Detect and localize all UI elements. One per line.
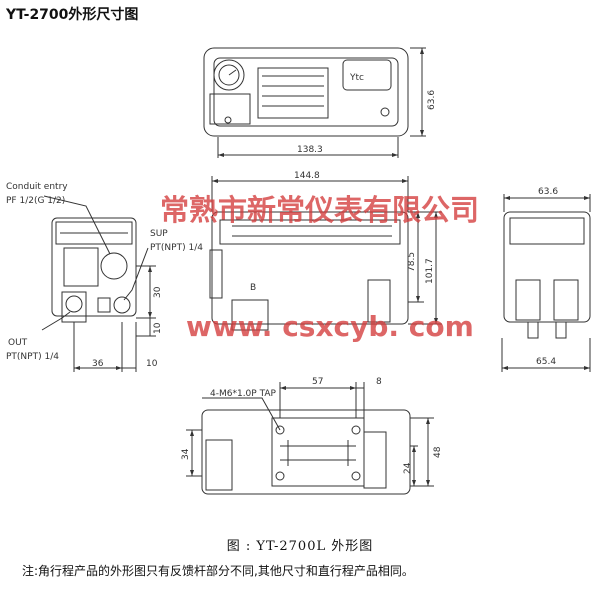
dim-36-label: 36: [92, 359, 104, 369]
dim-10b-label: 10: [146, 359, 158, 369]
dim-10a-label: 10: [153, 322, 163, 334]
sup-port-icon: [113, 296, 131, 314]
dim-78-label: 78.5: [407, 252, 417, 272]
sup-leader: [123, 247, 149, 301]
tap-label: 4-M6*1.0P TAP: [210, 389, 277, 399]
dim-24-label: 24: [403, 462, 413, 474]
right-view-body: [503, 211, 591, 323]
sup-label-2: PT(NPT) 1/4: [150, 243, 203, 253]
page-title: YT-2700外形尺寸图: [6, 7, 139, 23]
bottom-view-plate: [271, 417, 365, 487]
conduit-port-icon: [100, 252, 128, 280]
tap-leader: [202, 397, 281, 431]
logo-text: Ytc: [349, 73, 364, 83]
side-view: Conduit entry PF 1/2(G 1/2) SUP PT(NPT) …: [6, 182, 203, 372]
right-view-cap: [509, 217, 585, 245]
conduit-label-2: PF 1/2(G 1/2): [6, 196, 65, 206]
top-view-body: [203, 47, 409, 137]
dim-57-label: 57: [312, 377, 323, 387]
right-view: 63.6 65.4: [501, 187, 591, 372]
figure-caption: 图 : YT-2700L 外形图: [226, 539, 374, 554]
gauge-icon: [213, 59, 245, 91]
top-view-window: [257, 67, 329, 119]
dim-8-label: 8: [376, 377, 382, 387]
front-view-flange: [209, 249, 223, 299]
front-mark-label: B: [250, 283, 256, 293]
dim-144-label: 144.8: [294, 171, 320, 181]
out-leader: [41, 311, 71, 331]
front-view-body: [211, 211, 409, 325]
top-view-inner: [213, 57, 399, 127]
dim-30-label: 30: [153, 286, 163, 298]
front-view: B 144.8 78.5 101.7: [209, 171, 442, 331]
dim-34-label: 34: [181, 448, 191, 460]
out-label-1: OUT: [8, 338, 28, 348]
dim-48-label: 48: [433, 446, 443, 458]
conduit-leader: [43, 195, 111, 255]
side-view-block: [63, 247, 99, 287]
conduit-label-1: Conduit entry: [6, 182, 68, 192]
side-view-body: [51, 217, 137, 317]
top-view: Ytc 138.3 63.6: [203, 47, 437, 158]
gauge-dial-icon: [218, 64, 240, 86]
dim-101-label: 101.7: [425, 258, 435, 284]
watermark-company: 常熟市新常仪表有限公司: [160, 193, 479, 227]
front-view-bracket: [367, 279, 391, 323]
front-view-top: [219, 219, 401, 245]
bottom-view-body: [201, 409, 411, 495]
bottom-view-bracket: [363, 431, 387, 489]
dim-65-label: 65.4: [536, 357, 556, 367]
dim-138-label: 138.3: [297, 145, 323, 155]
sup-label-1: SUP: [150, 229, 168, 239]
top-view-block: [209, 93, 251, 125]
logo-plate: [342, 59, 392, 91]
dim-63-right-label: 63.6: [538, 187, 558, 197]
out-port-icon: [65, 295, 83, 313]
watermark-url: www. csxcyb. com: [186, 310, 474, 343]
dim-63-top-label: 63.6: [427, 90, 437, 110]
bottom-view: 4-M6*1.0P TAP 57 8 34 24 48: [181, 377, 443, 495]
figure-note: 注:角行程产品的外形图只有反馈杆部分不同,其他尺寸和直行程产品相同。: [22, 564, 414, 578]
out-label-2: PT(NPT) 1/4: [6, 352, 59, 362]
